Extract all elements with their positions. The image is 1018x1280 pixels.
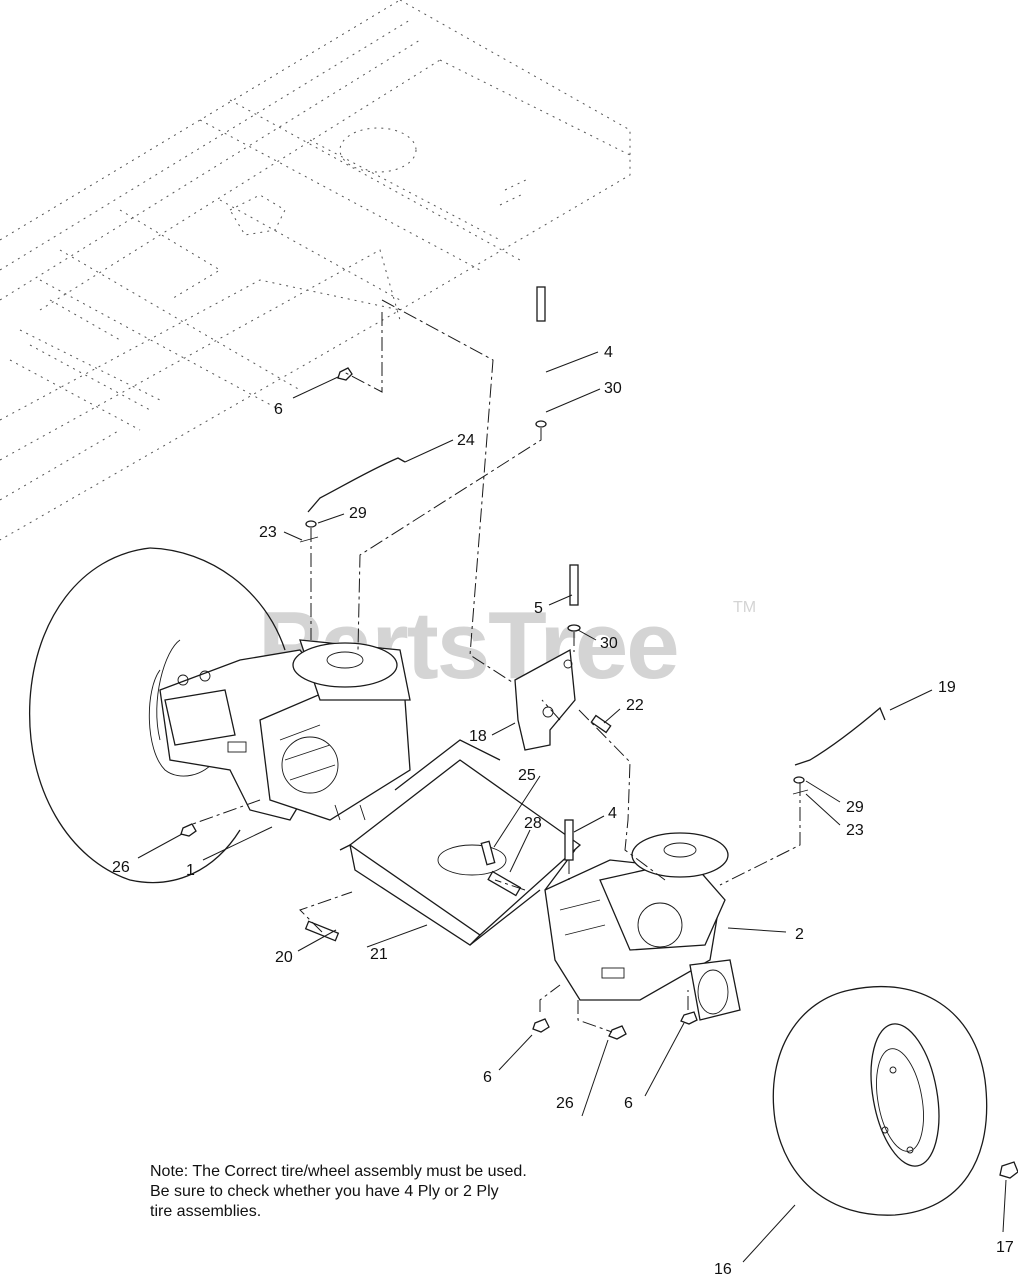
callout-20: 20 [275, 949, 293, 966]
nut-6-right [680, 1011, 698, 1025]
callout-4-upper: 4 [604, 344, 613, 361]
callout-16: 16 [714, 1261, 732, 1278]
bolt-20 [304, 920, 340, 942]
callout-22: 22 [626, 697, 644, 714]
clip-23-left [299, 536, 319, 543]
callout-6-right: 6 [624, 1095, 633, 1112]
nut-17 [999, 1161, 1018, 1179]
callout-6-lower: 6 [483, 1069, 492, 1086]
control-rods [307, 457, 886, 766]
assembly-lines [189, 299, 801, 1033]
note-line: tire assemblies. [150, 1203, 262, 1220]
callout-26-right: 26 [556, 1095, 574, 1112]
callout-6-upper: 6 [274, 401, 283, 418]
hardware [180, 286, 1018, 1179]
right-tire [772, 985, 988, 1216]
washer-29-left [305, 520, 317, 528]
nut-26-right [608, 1025, 627, 1040]
callout-30-lower: 30 [600, 635, 618, 652]
note-line: Note: The Correct tire/wheel assembly mu… [150, 1163, 527, 1180]
callout-26-left: 26 [112, 859, 130, 876]
callout-2: 2 [795, 926, 804, 943]
callout-30-upper: 30 [604, 380, 622, 397]
left-transaxle [159, 639, 411, 821]
watermark-trademark: TM [733, 599, 756, 616]
callout-23-right: 23 [846, 822, 864, 839]
callout-19: 19 [938, 679, 956, 696]
callouts: 4 30 6 24 29 23 5 30 22 18 19 25 29 23 2… [112, 344, 1014, 1278]
leader-lines [137, 351, 1007, 1263]
bolt-4-lower [564, 819, 574, 861]
nut-26-left [180, 823, 197, 837]
callout-28: 28 [524, 815, 542, 832]
bolt-28 [487, 870, 522, 897]
washer-30-lower [567, 624, 581, 632]
callout-21: 21 [370, 946, 388, 963]
callout-5: 5 [534, 600, 543, 617]
bolt-4-upper [536, 286, 546, 322]
bracket [514, 648, 576, 751]
callout-25: 25 [518, 767, 536, 784]
bolt-25 [480, 840, 496, 866]
callout-29-right: 29 [846, 799, 864, 816]
bolt-22 [590, 714, 612, 734]
nut-6-upper [337, 367, 353, 381]
bolt-5 [569, 564, 579, 606]
callout-1: 1 [186, 862, 195, 879]
note-line: Be sure to check whether you have 4 Ply … [150, 1183, 499, 1200]
callout-4-lower: 4 [608, 805, 617, 822]
washer-29-right [793, 776, 805, 784]
left-tire [28, 547, 286, 884]
nut-6-lower [532, 1018, 550, 1033]
callout-18: 18 [469, 728, 487, 745]
callout-29-left: 29 [349, 505, 367, 522]
washer-30-upper [535, 420, 547, 428]
callout-17: 17 [996, 1239, 1014, 1256]
callout-23-left: 23 [259, 524, 277, 541]
right-transaxle [544, 832, 741, 1021]
callout-24: 24 [457, 432, 475, 449]
chassis-frame [0, 0, 631, 541]
assembly-note: Note: The Correct tire/wheel assembly mu… [150, 1162, 610, 1222]
